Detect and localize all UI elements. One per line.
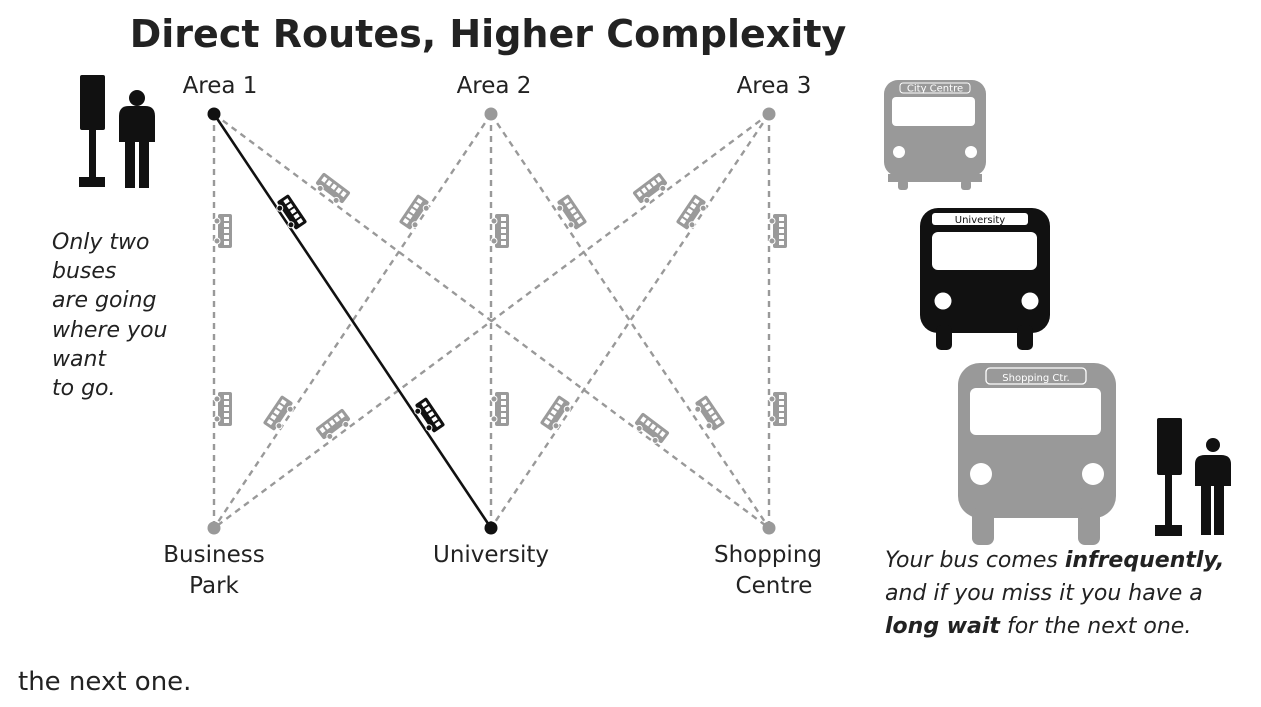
bus-icon [490,391,510,427]
left-caption-line: are going [52,288,157,313]
bus-icon [262,394,298,434]
person-icon-left [119,90,155,188]
bus-icon [213,391,233,427]
bus-city-centre: City Centre [884,80,986,190]
label-business-park-line2: Park [189,573,239,599]
left-caption-line: Only two [52,230,149,255]
route-area3-business-park [213,113,770,529]
right-caption: Your bus comes infrequently, and if you … [885,548,1224,639]
right-caption-line1-bold: infrequently, [1065,548,1225,573]
bus-icon [398,193,434,233]
right-caption-line3: long wait for the next one. [885,614,1191,639]
label-university: University [433,542,549,568]
bus-icon [690,394,726,434]
right-caption-line1: Your bus comes infrequently, [885,548,1224,573]
bus-icon [768,213,788,249]
bus-sign-city-centre: City Centre [907,84,963,95]
bus-icon [631,411,671,448]
node-area3 [762,107,776,121]
bus-icon [552,193,588,233]
bus-shopping-centre: Shopping Ctr. [958,363,1116,545]
right-caption-line3-plain: for the next one. [1000,614,1191,639]
route-nodes [207,107,776,535]
route-area1-university-active [212,113,493,529]
left-caption-line: to go. [52,376,116,401]
bus-sign-shopping: Shopping Ctr. [1002,373,1069,384]
left-caption-line: want [52,347,107,372]
bus-icon [675,193,711,233]
person-icon-right [1195,438,1231,535]
left-caption-line: where you [52,318,167,343]
node-shopping-centre [762,521,776,535]
diagram-title: Direct Routes, Higher Complexity [130,12,847,56]
label-area2: Area 2 [457,73,532,99]
label-business-park-line1: Business [163,542,264,568]
bus-icon-active [272,193,308,233]
label-shopping-centre-line1: Shopping [714,542,822,568]
label-area3: Area 3 [737,73,812,99]
bus-stop-icon-left [79,75,105,187]
label-shopping-centre-line2: Centre [736,573,813,599]
bus-university: University [920,208,1050,350]
node-business-park [207,521,221,535]
label-area1: Area 1 [183,73,258,99]
route-buses [213,171,788,448]
bus-icon [539,394,575,434]
bus-icon [768,391,788,427]
left-caption-line: buses [52,259,116,284]
bus-sign-university: University [955,215,1006,226]
inactive-routes [212,113,771,529]
left-caption: Only two buses are going where you want … [52,230,167,401]
bus-icon [213,213,233,249]
right-caption-line2: and if you miss it you have a [885,581,1203,606]
node-university [484,521,498,535]
node-area2 [484,107,498,121]
right-caption-line3-bold: long wait [885,614,1001,639]
bus-icon [490,213,510,249]
bus-stop-icon-right [1155,418,1182,536]
right-caption-line1-plain: Your bus comes [885,548,1065,573]
node-area1 [207,107,221,121]
footer-text: the next one. [18,667,191,697]
